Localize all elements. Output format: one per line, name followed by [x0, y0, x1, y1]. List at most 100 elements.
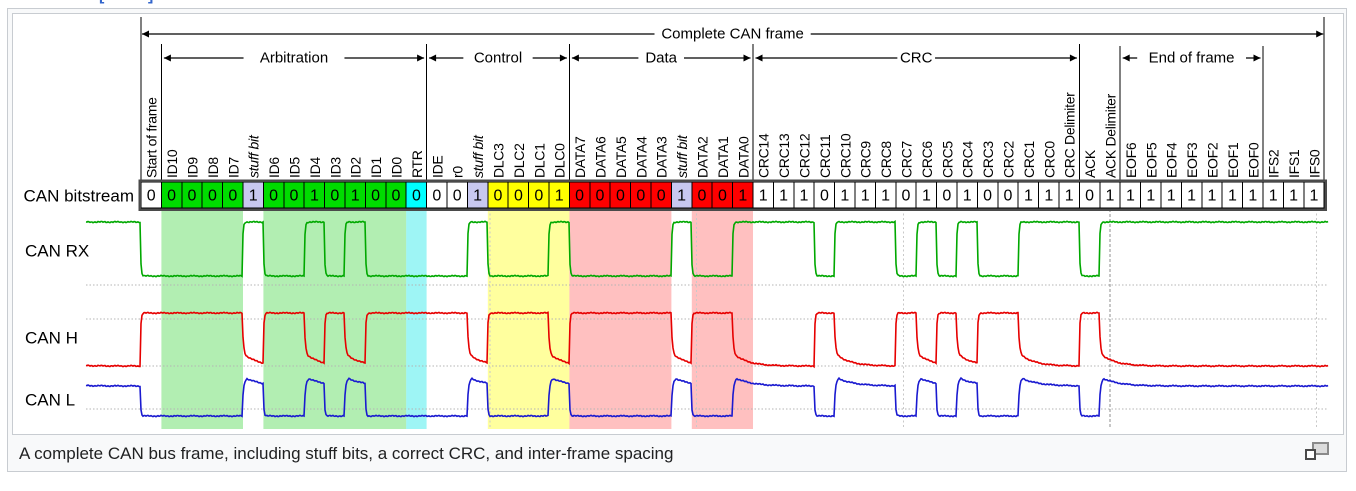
bit-label-EOF5: EOF5	[1143, 142, 1159, 178]
bit-label-CRC14: CRC14	[756, 133, 772, 178]
bit-label-stuff-bit: stuff bit	[674, 134, 690, 178]
bit-label-ID10: ID10	[164, 149, 180, 178]
magnify-icon-outer-rect	[1312, 442, 1329, 455]
bit-label-CRC4: CRC4	[960, 141, 976, 178]
bit-value: 1	[922, 188, 931, 205]
figure-caption: A complete CAN bus frame, including stuf…	[12, 437, 1342, 475]
section-label-end-of-frame: End of frame	[1149, 50, 1235, 67]
can-rx-waveform	[85, 219, 1329, 278]
bit-value: 0	[432, 188, 441, 205]
bit-value: 1	[351, 188, 360, 205]
bit-value: 0	[534, 188, 543, 205]
clipped-citation-fragment[interactable]: [ ]	[0, 0, 1356, 5]
bit-label-ID4: ID4	[307, 157, 323, 178]
bit-label-DATA2: DATA2	[695, 136, 711, 178]
bit-value: 1	[1248, 188, 1257, 205]
bit-value: 0	[616, 188, 625, 205]
bit-value: 0	[698, 188, 707, 205]
bit-value: 1	[1167, 188, 1176, 205]
can-h-waveform	[85, 311, 1329, 369]
bit-value: 0	[167, 188, 176, 205]
bit-value: 1	[1310, 188, 1319, 205]
bit-value: 1	[1187, 188, 1196, 205]
bit-label-ID8: ID8	[205, 157, 221, 178]
magnify-icon[interactable]	[1305, 442, 1329, 462]
section-label-arbitration: Arbitration	[260, 50, 328, 67]
bit-value: 1	[840, 188, 849, 205]
bit-value: 0	[514, 188, 523, 205]
bit-label-CRC-Delimiter: CRC Delimiter	[1062, 92, 1078, 178]
bit-value: 0	[942, 188, 951, 205]
citation-bracket-left[interactable]: [	[99, 0, 104, 5]
bit-value: 0	[596, 188, 605, 205]
bit-value: 1	[800, 188, 809, 205]
bit-label-CRC1: CRC1	[1021, 141, 1037, 178]
row-label-can-l: CAN L	[25, 391, 75, 410]
section-label-crc: CRC	[900, 50, 933, 67]
magnify-icon-inner-rect	[1305, 449, 1316, 460]
citation-bracket-right[interactable]: ]	[148, 0, 153, 5]
bit-label-CRC2: CRC2	[1001, 141, 1017, 178]
bit-label-DATA3: DATA3	[654, 136, 670, 178]
bit-value: 1	[1065, 188, 1074, 205]
band-red	[569, 209, 672, 429]
bit-value: 1	[1228, 188, 1237, 205]
bit-value: 0	[330, 188, 339, 205]
bit-value: 1	[1126, 188, 1135, 205]
bit-label-DATA4: DATA4	[633, 136, 649, 178]
bit-value: 0	[636, 188, 645, 205]
row-label-can-bitstream: CAN bitstream	[23, 187, 134, 206]
bit-label-EOF6: EOF6	[1123, 142, 1139, 178]
bit-label-stuff-bit: stuff bit	[246, 134, 262, 178]
bit-value: 0	[290, 188, 299, 205]
bit-label-CRC10: CRC10	[837, 133, 853, 178]
bit-value: 1	[1024, 188, 1033, 205]
bit-label-CRC7: CRC7	[899, 141, 915, 178]
bit-label-CRC5: CRC5	[939, 141, 955, 178]
bit-label-EOF3: EOF3	[1184, 142, 1200, 178]
bit-value: 0	[820, 188, 829, 205]
bit-label-ID9: ID9	[185, 157, 201, 178]
bit-value: 0	[147, 188, 156, 205]
bit-label-IFS1: IFS1	[1286, 149, 1302, 178]
bit-value: 1	[1106, 188, 1115, 205]
bit-label-EOF4: EOF4	[1164, 142, 1180, 178]
bit-value: 0	[1085, 188, 1094, 205]
bit-label-ID6: ID6	[266, 157, 282, 178]
bit-label-DLC2: DLC2	[511, 143, 527, 178]
bit-label-ID2: ID2	[348, 157, 364, 178]
bit-label-EOF2: EOF2	[1205, 142, 1221, 178]
bit-value: 1	[1269, 188, 1278, 205]
bit-label-DATA1: DATA1	[715, 136, 731, 178]
row-label-can-rx: CAN RX	[25, 242, 89, 261]
bit-label-ID1: ID1	[368, 157, 384, 178]
bit-value: 1	[861, 188, 870, 205]
section-label-data: Data	[645, 50, 677, 67]
row-label-can-h: CAN H	[25, 329, 78, 348]
boundary-lines	[140, 17, 1325, 182]
bit-value: 1	[759, 188, 768, 205]
bit-label-Start-of-frame: Start of frame	[144, 97, 160, 178]
bit-label-EOF0: EOF0	[1245, 142, 1261, 178]
bit-value: 1	[473, 188, 482, 205]
bit-value: 0	[575, 188, 584, 205]
bit-value: 1	[1208, 188, 1217, 205]
bit-label-ID3: ID3	[327, 157, 343, 178]
bit-value: 1	[881, 188, 890, 205]
bit-label-ID0: ID0	[389, 157, 405, 178]
bit-value: 1	[677, 188, 686, 205]
bit-label-CRC3: CRC3	[980, 141, 996, 178]
bit-label-DLC3: DLC3	[491, 143, 507, 178]
bit-value: 0	[392, 188, 401, 205]
bit-label-IDE: IDE	[429, 156, 445, 178]
bit-value: 0	[718, 188, 727, 205]
bit-value: 1	[738, 188, 747, 205]
can-l-waveform	[85, 376, 1329, 418]
bit-value: 0	[453, 188, 462, 205]
bit-value: 0	[983, 188, 992, 205]
